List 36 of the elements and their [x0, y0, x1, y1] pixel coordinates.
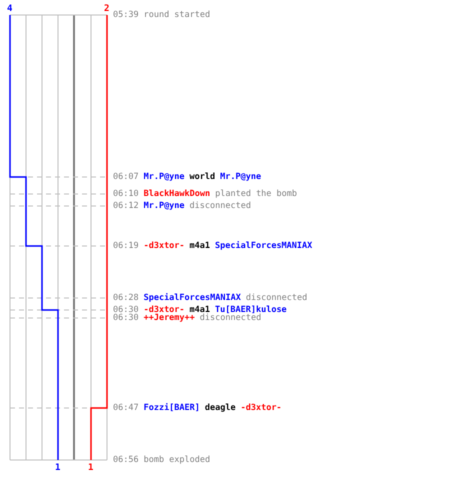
weapon-name: world [190, 172, 216, 182]
timestamp: 06:28 [113, 293, 139, 303]
timestamp: 05:39 [113, 10, 139, 20]
player-name: -d3xtor- [144, 241, 185, 251]
event-text: round started [144, 10, 210, 20]
player-name: Fozzi[BAER] [144, 403, 200, 413]
timestamp: 06:10 [113, 189, 139, 199]
event-text: planted the bomb [215, 189, 298, 199]
weapon-name: m4a1 [190, 305, 210, 315]
player-name: -d3xtor- [240, 403, 282, 413]
player-name: Tu[BAER]kulose [215, 305, 287, 315]
weapon-name: deagle [204, 403, 236, 413]
player-name: SpecialForcesMANIAX [144, 293, 241, 303]
player-count: 1 [88, 463, 94, 473]
player-count: 4 [7, 4, 12, 14]
timestamp: 06:07 [113, 172, 139, 182]
player-count: 2 [104, 4, 110, 14]
event-text: disconnected [246, 293, 308, 303]
player-name: Mr.P@yne [144, 201, 185, 211]
player-name: Mr.P@yne [220, 172, 262, 182]
event-text: bomb exploded [144, 455, 210, 465]
player-name: Mr.P@yne [144, 172, 185, 182]
event-text: disconnected [200, 313, 262, 323]
timestamp: 06:56 [113, 455, 139, 465]
timestamp: 06:30 [113, 305, 139, 315]
player-name: BlackHawkDown [144, 189, 210, 199]
player-name: -d3xtor- [144, 305, 185, 315]
timestamp: 06:47 [113, 403, 139, 413]
player-count: 1 [55, 463, 60, 473]
player-name: ++Jeremy++ [144, 313, 195, 323]
timestamp: 06:30 [113, 313, 139, 323]
timestamp: 06:12 [113, 201, 139, 211]
event-text: disconnected [190, 201, 251, 211]
timestamp: 06:19 [113, 241, 139, 251]
weapon-name: m4a1 [190, 241, 210, 251]
player-name: SpecialForcesMANIAX [215, 241, 312, 251]
